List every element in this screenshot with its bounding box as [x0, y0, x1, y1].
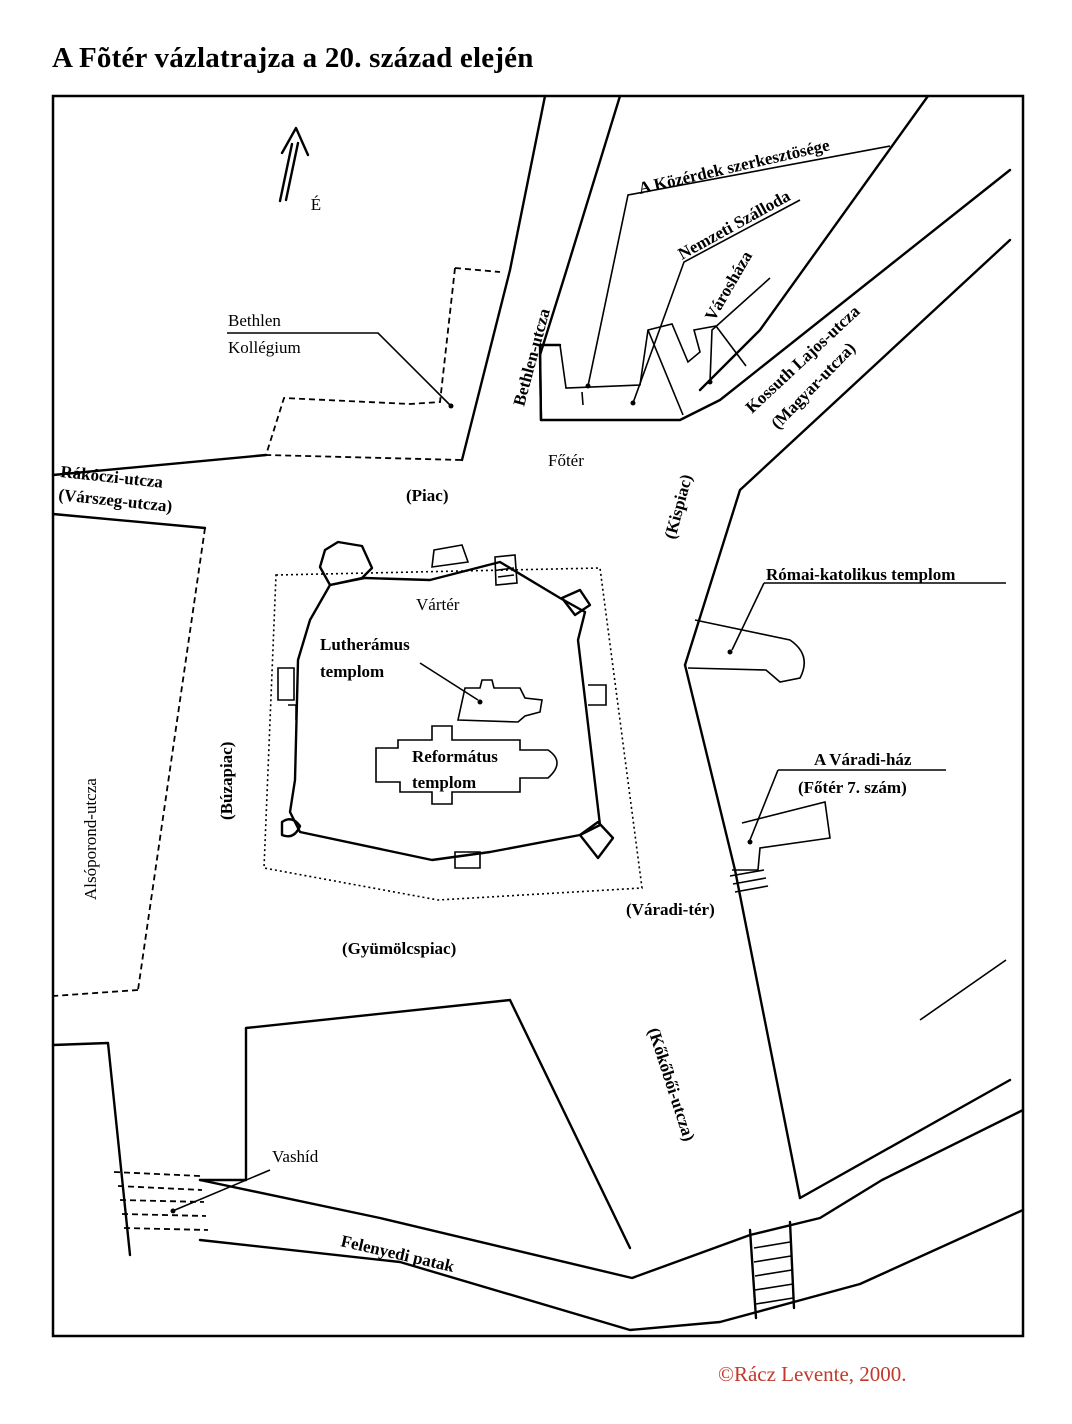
varoshaza-label: Városháza [701, 247, 756, 324]
alsoporond-south-edge [52, 989, 139, 997]
varadi-house-label: A Váradi-ház [814, 750, 912, 769]
north-gate-tower [431, 544, 470, 568]
varter-label: Vártér [416, 595, 460, 614]
copyright-notice: ©Rácz Levente, 2000. [718, 1362, 907, 1386]
rakoczi-street-north-edge [51, 453, 268, 477]
catholic-church [687, 619, 806, 683]
north-gate [494, 554, 518, 586]
stream-label: Felenyedi patak [339, 1231, 457, 1276]
varadi-ter-label: (Váradi-tér) [626, 900, 715, 919]
buzapiac-label: (Búzapiac) [217, 742, 236, 820]
east-tower [588, 684, 607, 706]
se-bridge [748, 1220, 796, 1320]
lutheran-label-2: templom [320, 662, 384, 681]
se-bastion [578, 820, 615, 860]
map-frame [51, 94, 1025, 1338]
west-tower [277, 667, 295, 701]
varadi-house [732, 801, 831, 871]
bethlen-street-west-edge [460, 94, 547, 462]
kokoboi-label: (Kőkőbői-utcza) [644, 1025, 699, 1143]
alsoporond-label: Alsóporond-utcza [81, 778, 100, 900]
stream-south-bank [198, 1208, 1025, 1332]
south-tower [454, 851, 481, 869]
ne-bastion [560, 588, 592, 617]
kispiac-label: (Kispiac) [661, 472, 696, 541]
reformed-label-2: templom [412, 773, 476, 792]
north-arrow-icon [278, 126, 310, 203]
north-label: É [311, 195, 321, 214]
sw-bastion [280, 818, 302, 838]
bethlen-street-east-edge [538, 94, 622, 422]
kispiac-street-east-edge [683, 663, 802, 1200]
kollegium-top [454, 267, 501, 273]
east-block [798, 1078, 1012, 1200]
bethlen-label: Bethlen [228, 311, 281, 330]
varoshaza-leader [709, 277, 771, 383]
bethlen-street-label: Bethlen-utcza [510, 306, 554, 408]
west-block [51, 1041, 132, 1257]
lutheran-label-1: Lutherámus [320, 635, 410, 654]
vashid-bridge [113, 1171, 209, 1231]
kozerdek-leader [587, 145, 891, 387]
foter-label: Főtér [548, 451, 584, 470]
reformed-church [375, 725, 558, 805]
nemzeti-leader [632, 199, 801, 404]
kollegium-outline [264, 267, 463, 461]
varadi-leader [749, 769, 779, 841]
buildings-outline [559, 323, 747, 389]
alsoporond-east-edge [137, 527, 206, 991]
vashid-leader [174, 1169, 271, 1211]
catholic-label: Római-katolikus templom [766, 565, 955, 584]
varadi-address-label: (Főtér 7. szám) [798, 778, 907, 797]
nw-bastion [318, 540, 374, 587]
rakoczi-street-south-edge [51, 512, 207, 530]
kollegium-label: Kollégium [228, 338, 301, 357]
gyumolcspiac-label: (Gyümölcspiac) [342, 939, 456, 958]
south-block [198, 998, 632, 1250]
kozerdek-label: A Közérdek szerkesztösége [637, 135, 832, 198]
nemzeti-label: Nemzeti Szálloda [675, 186, 794, 264]
reformed-label-1: Református [412, 747, 498, 766]
catholic-leader [731, 582, 765, 651]
map-title: A Fõtér vázlatrajza a 20. század elején [52, 42, 534, 74]
lutheran-church [457, 679, 543, 723]
varadi-steps [729, 869, 769, 893]
vashid-label: Vashíd [272, 1147, 319, 1166]
lutheran-leader [419, 662, 479, 701]
piac-label: (Piac) [406, 486, 448, 505]
kossuth-street-south-edge [683, 238, 1012, 667]
block-south-edge [538, 168, 1012, 422]
kossuth-street-north-edge [698, 94, 930, 392]
kollegium-leader [227, 332, 451, 406]
varter-enclosure [263, 567, 643, 901]
